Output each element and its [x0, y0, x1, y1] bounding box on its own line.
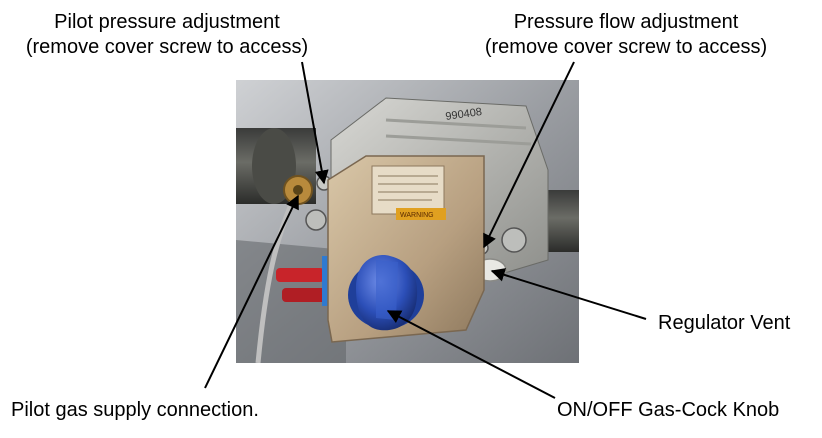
knob-grip [376, 260, 398, 320]
right-mount-screw [501, 227, 527, 253]
warning-label-text: WARNING [400, 212, 434, 219]
coil-label-lines [378, 175, 438, 201]
left-mount-screw [305, 209, 327, 231]
gas-cock-knob-label: ON/OFF Gas-Cock Knob [557, 399, 780, 421]
pressure-flow-label-line1: Pressure flow adjustment [513, 11, 739, 33]
valve-body-text: 990408 [445, 106, 483, 123]
pilot-pressure-label-line1: Pilot pressure adjustment [54, 11, 280, 33]
pilot-pressure-label: Pilot pressure adjustment (remove cover … [4, 10, 330, 60]
pressure-flow-label-line2: (remove cover screw to access) [484, 36, 768, 58]
coil-label [371, 165, 445, 215]
pressure-flow-label: Pressure flow adjustment (remove cover s… [463, 10, 789, 60]
brass-fitting-hole [293, 185, 303, 195]
warning-label [396, 208, 446, 220]
regulator-vent-label: Regulator Vent [658, 312, 791, 334]
gas-valve-photo: 990408 WARNING [236, 80, 579, 363]
pilot-pressure-label-line2: (remove cover screw to access) [25, 36, 309, 58]
pilot-gas-supply-label: Pilot gas supply connection. [11, 399, 259, 421]
